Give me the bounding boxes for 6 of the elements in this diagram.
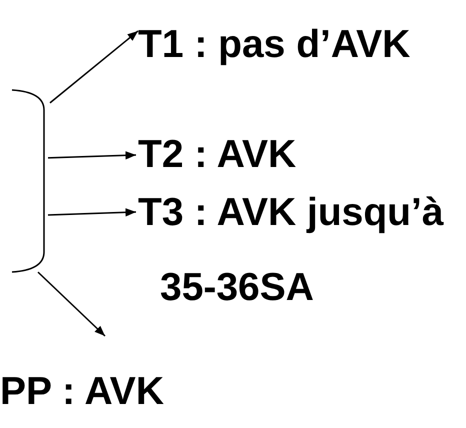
node-label: T1 : pas d’AVK [138, 19, 458, 71]
arrow [50, 30, 138, 104]
arrow [48, 151, 136, 160]
arrow [48, 208, 136, 217]
arrow [37, 272, 106, 337]
node-label: PP : AVK [0, 366, 220, 418]
